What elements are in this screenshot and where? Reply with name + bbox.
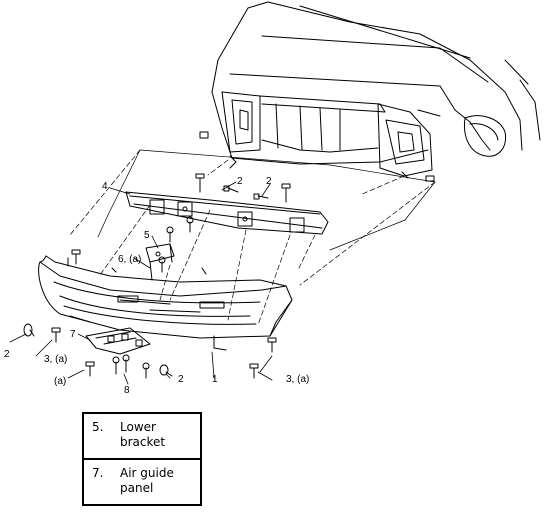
callout-4: 4 bbox=[102, 181, 108, 192]
callout-5: 5 bbox=[144, 230, 150, 241]
car-front-body bbox=[211, 1, 541, 165]
callout-2-lower: 2 bbox=[178, 374, 184, 385]
guide-lines bbox=[69, 149, 436, 326]
callout-2-left: 2 bbox=[4, 349, 10, 360]
front-bumper-cover bbox=[38, 255, 293, 351]
callout-1: 1 bbox=[212, 374, 218, 385]
callout-3-a-right: 3, (a) bbox=[286, 374, 309, 385]
legend-label: Air guide panel bbox=[120, 466, 174, 495]
legend-row-lower-bracket: 5. Lower bracket bbox=[84, 414, 200, 458]
callout-8: 8 bbox=[124, 385, 130, 396]
legend-number: 5. bbox=[92, 420, 104, 434]
floor-plane bbox=[97, 149, 436, 251]
bumper-reinforcement bbox=[125, 191, 329, 235]
legend-table: 5. Lower bracket 7. Air guide panel bbox=[82, 412, 202, 506]
legend-label: Lower bracket bbox=[120, 420, 166, 449]
leader-lines bbox=[9, 181, 273, 385]
callout-a: (a) bbox=[54, 376, 66, 387]
callout-2-upper-right: 2 bbox=[266, 176, 272, 187]
callout-2-upper-left: 2 bbox=[237, 176, 243, 187]
air-guide-panel bbox=[85, 327, 151, 355]
lower-bracket bbox=[145, 243, 175, 281]
radiator-support bbox=[199, 91, 441, 182]
legend-number: 7. bbox=[92, 466, 104, 480]
callout-3-a-left: 3, (a) bbox=[44, 354, 67, 365]
fasteners bbox=[23, 173, 291, 379]
callout-7: 7 bbox=[70, 329, 76, 340]
legend-row-air-guide-panel: 7. Air guide panel bbox=[84, 458, 200, 504]
callout-6-a: 6, (a) bbox=[118, 254, 141, 265]
bumper-exploded-diagram: 4 2 2 5 6, (a) 7 2 3, (a) (a) 8 2 1 3, (… bbox=[4, 1, 541, 396]
